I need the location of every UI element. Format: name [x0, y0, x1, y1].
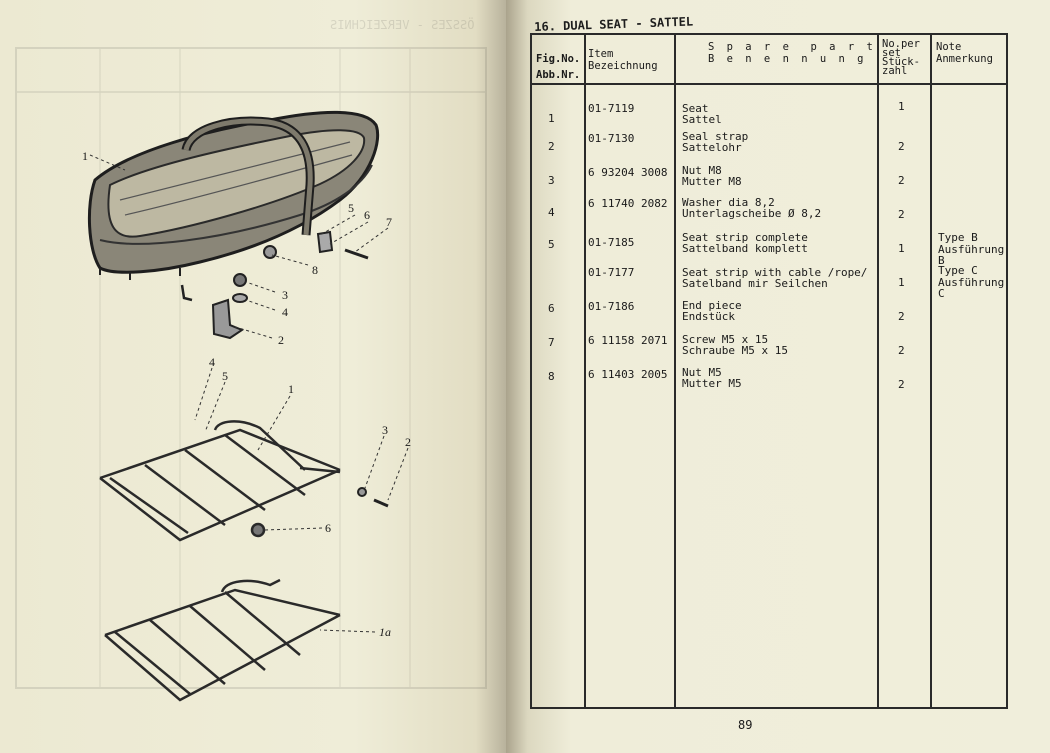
callout-2: 2 — [278, 333, 284, 347]
column-divider — [674, 35, 676, 707]
header-spare-part: S p a r e p a r t B e n e n n u n g — [708, 41, 876, 65]
row-item: 01-7177 — [588, 266, 635, 279]
callout-4: 4 — [282, 305, 288, 319]
row-name-en: Nut M8 — [682, 164, 722, 177]
row-item: 6 93204 3008 — [588, 166, 668, 179]
right-page-parts-list — [506, 0, 1050, 753]
rack-1a-illustration — [104, 578, 341, 702]
row-item: 01-7119 — [588, 102, 635, 115]
header-fig-no: Fig.No. Abb.Nr. — [536, 53, 581, 81]
column-divider — [930, 35, 932, 707]
callout-5: 5 — [348, 201, 354, 215]
row-item: 01-7185 — [588, 236, 635, 249]
callout-6: 6 — [364, 208, 370, 222]
callout-5-lower: 5 — [222, 369, 228, 383]
column-divider — [584, 35, 586, 707]
row-qty: 2 — [898, 310, 905, 323]
row-name-en: Seat strip with cable /rope/ — [682, 266, 868, 279]
row-item: 6 11403 2005 — [588, 368, 668, 381]
column-divider — [877, 35, 879, 707]
seat-illustration — [87, 110, 380, 302]
rack-illustration — [99, 420, 341, 542]
callout-2-lower: 2 — [405, 435, 411, 449]
row-qty: 2 — [898, 174, 905, 187]
row-item: 01-7130 — [588, 132, 635, 145]
row-name-de: Sattel — [682, 113, 722, 126]
row-item: 6 11158 2071 — [588, 334, 668, 347]
callout-4-lower: 4 — [209, 355, 215, 369]
callout-3-lower: 3 — [382, 423, 388, 437]
page-number: 89 — [738, 718, 753, 732]
row-name-de: Schraube M5 x 15 — [682, 344, 788, 357]
header-quantity: No.per set Stück- zahl — [882, 38, 920, 77]
row-name-de: Mutter M8 — [682, 175, 742, 188]
row-fig: 3 — [548, 174, 555, 187]
row-note: Type B Ausführung B — [938, 231, 1005, 267]
row-name-de: Mutter M5 — [682, 377, 742, 390]
row-qty: 1 — [898, 276, 905, 289]
callout-1a: 1a — [379, 625, 391, 639]
callout-8: 8 — [312, 263, 318, 277]
row-fig: 7 — [548, 336, 555, 349]
left-page-diagram: ÖSSZES - VERZEICHNIS — [0, 0, 506, 753]
row-fig: 4 — [548, 206, 555, 219]
row-name-en: Nut M5 — [682, 366, 722, 379]
row-name-en: End piece — [682, 299, 742, 312]
header-note: Note Anmerkung — [936, 41, 993, 65]
row-name-de: Satelband mir Seilchen — [682, 277, 828, 290]
row-note: Type C Ausführung C — [938, 264, 1005, 300]
callout-3: 3 — [282, 288, 288, 302]
row-qty: 1 — [898, 242, 905, 255]
row-qty: 2 — [898, 344, 905, 357]
exploded-parts-diagram: 1 2 3 4 5 6 7 8 4 5 1 3 2 6 1a — [82, 110, 411, 702]
header-divider — [532, 83, 1006, 85]
row-name-de: Endstück — [682, 310, 735, 323]
callout-1: 1 — [82, 149, 88, 163]
row-name-en: Washer dia 8,2 — [682, 196, 775, 209]
row-fig: 5 — [548, 238, 555, 251]
header-item: Item Bezeichnung — [588, 48, 658, 72]
row-name-en: Seal strap — [682, 130, 749, 143]
row-name-en: Seat — [682, 102, 709, 115]
row-item: 6 11740 2082 — [588, 197, 668, 210]
row-qty: 2 — [898, 208, 905, 221]
callout-1-lower: 1 — [288, 382, 294, 396]
parts-table: Fig.No. Abb.Nr. Item Bezeichnung S p a r… — [530, 33, 1008, 709]
row-name-en: Screw M5 x 15 — [682, 333, 769, 346]
row-name-de: Sattelohr — [682, 141, 742, 154]
callout-7: 7 — [386, 215, 392, 229]
row-qty: 2 — [898, 140, 905, 153]
row-qty: 2 — [898, 378, 905, 391]
row-name-de: Unterlagscheibe Ø 8,2 — [682, 207, 822, 220]
row-fig: 8 — [548, 370, 555, 383]
row-qty: 1 — [898, 100, 905, 113]
callout-6-lower: 6 — [325, 521, 331, 535]
row-item: 01-7186 — [588, 300, 635, 313]
row-fig: 2 — [548, 140, 555, 153]
row-name-en: Seat strip complete — [682, 231, 808, 244]
row-fig: 1 — [548, 112, 555, 125]
row-fig: 6 — [548, 302, 555, 315]
row-name-de: Sattelband komplett — [682, 242, 808, 255]
